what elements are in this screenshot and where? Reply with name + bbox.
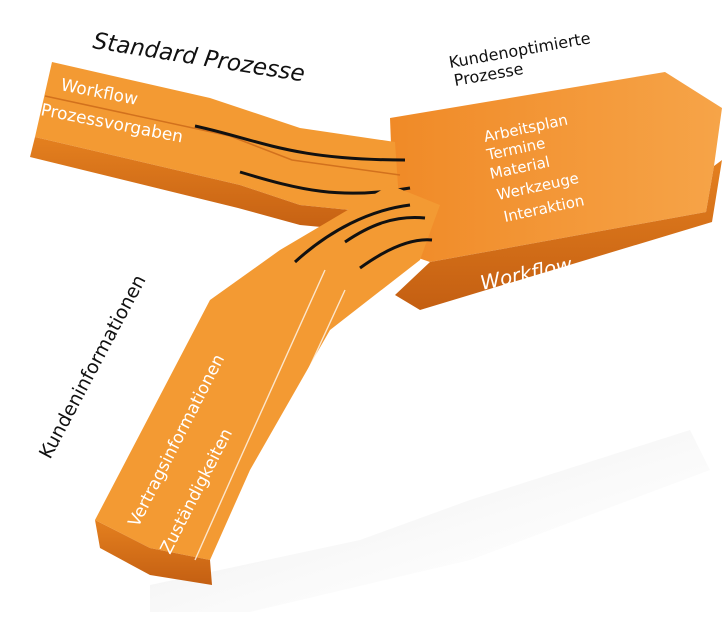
output-arrow-top <box>390 72 722 262</box>
customer-band-front <box>95 520 212 585</box>
output-arrow-front <box>395 160 722 310</box>
standard-band-front <box>30 137 405 235</box>
customer-info-band <box>95 185 440 585</box>
output-arrow <box>390 72 722 310</box>
customer-band-groove-2 <box>344 215 426 244</box>
customer-band-groove-1 <box>293 203 411 264</box>
standard-band-groove-1 <box>194 124 406 162</box>
standard-process-band <box>30 62 411 235</box>
customer-band-groove-3 <box>359 238 433 270</box>
customer-band-sep-1 <box>194 269 326 561</box>
customer-band-sep-2 <box>227 289 346 561</box>
standard-band-divider <box>44 95 401 176</box>
standard-band-top <box>35 62 400 215</box>
customer-band-top <box>95 185 440 560</box>
diagram-shadow <box>150 430 710 612</box>
